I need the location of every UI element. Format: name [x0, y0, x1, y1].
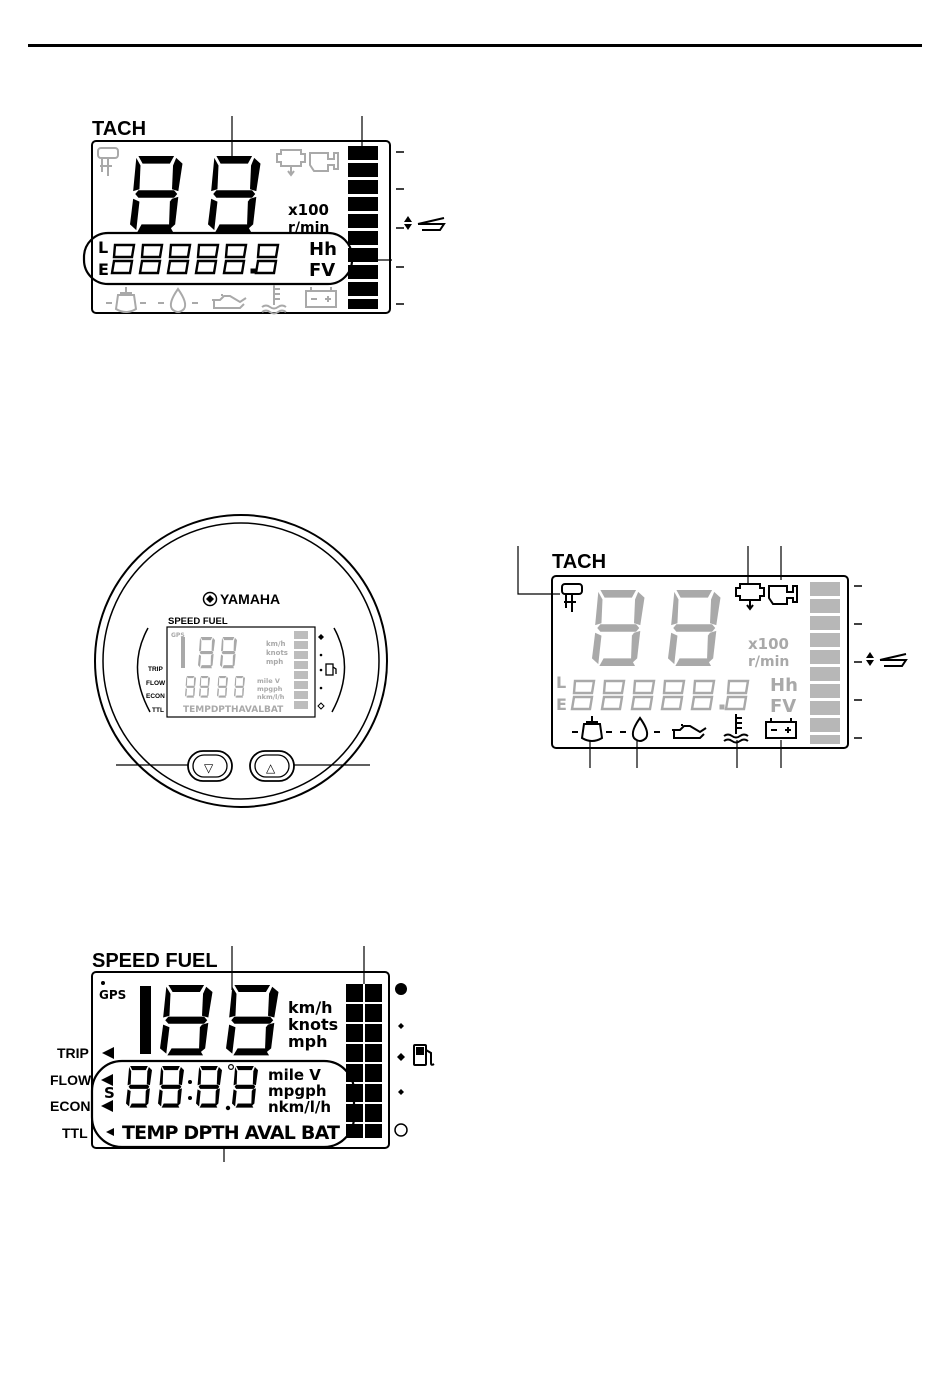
battery-icon [766, 718, 796, 738]
hour-unit-1: Hh [309, 239, 337, 260]
tach-bargraph-2 [810, 582, 840, 744]
empty-letter-1: E [98, 260, 109, 279]
mode-label-econ: ECON [50, 1098, 90, 1114]
trim-icon [404, 216, 444, 230]
gauge-lower-unit: mpgph [257, 685, 283, 693]
fuel-markers [395, 983, 407, 1136]
gauge-mode-label: TRIP [148, 666, 163, 673]
speed-gps-label: GPS [99, 988, 126, 1002]
fuel-marker [398, 1089, 404, 1095]
oil-pressure-icon [106, 287, 146, 312]
mode-labels: TRIP FLOW ECON TTL [50, 1045, 92, 1141]
gauge-lower-digits [185, 676, 245, 698]
rpm-unit-2: r/min [748, 654, 789, 670]
oil-level-icon [672, 724, 706, 738]
gauge-lower-unit: nkm/l/h [257, 693, 285, 701]
oil-pressure-icon [572, 716, 612, 741]
hour-unit-2: Hh [770, 675, 798, 696]
trim-icon [866, 652, 906, 666]
outboard-icon [562, 584, 582, 612]
low-letter-1: L [98, 238, 108, 257]
gauge-mode-labels: TRIP FLOW ECON TTL [146, 666, 166, 714]
tach-title-1: TACH [92, 118, 146, 140]
low-letter-2: L [556, 673, 566, 692]
oil-level-icon [212, 294, 246, 308]
round-gauge: YAMAHA SPEED FUEL GPS km/h knots mph mil… [95, 515, 387, 807]
gauge-lcd [167, 627, 315, 717]
engine-icon [769, 586, 797, 604]
outboard-icon [98, 148, 118, 176]
rpm-digits-2 [592, 590, 721, 666]
hour-digits-1 [112, 245, 278, 273]
yamaha-logo-icon [204, 593, 217, 606]
gauge-mode-label: FLOW [146, 680, 166, 687]
gauge-bargraph [294, 631, 308, 709]
gauge-inner-ring [103, 523, 379, 799]
tach-panel-2: TACH x100 r/min L E [518, 546, 906, 768]
tach-ticks-1 [396, 152, 404, 304]
empty-letter-2: E [556, 695, 567, 714]
mode-label-trip: TRIP [57, 1045, 89, 1061]
gauge-speed-unit: mph [266, 658, 283, 666]
gauge-header: SPEED FUEL [168, 616, 228, 627]
tach-title-2: TACH [552, 551, 606, 573]
tach-panel-1: TACH x100 r/min L E [84, 116, 444, 314]
gauge-lower-unit: mile V [257, 677, 280, 685]
gauge-mode-label: TTL [152, 707, 164, 714]
gauge-speed-unit: km/h [266, 640, 286, 648]
gps-dot [101, 981, 105, 985]
water-separator-icon [620, 718, 660, 741]
gauge-fuel-markers [318, 634, 324, 709]
speed-digits [140, 985, 279, 1055]
temperature-icon [724, 714, 748, 743]
s-letter: S [104, 1084, 115, 1102]
bottom-row: TEMP DPTH AVAL BAT [122, 1122, 340, 1144]
filter-icon [736, 584, 764, 609]
gauge-outer-ring [95, 515, 387, 807]
fuel-full-dot [395, 983, 407, 995]
battery-icon [306, 287, 336, 307]
volt-unit-2: FV [770, 696, 796, 717]
gauge-bottom-row: TEMPDPTHAVALBAT [183, 705, 284, 715]
engine-icon [310, 153, 338, 171]
hour-digits-2 [572, 681, 748, 709]
down-button[interactable]: ▽ [188, 751, 232, 781]
gauge-speed-unit: knots [266, 649, 288, 657]
tach-bargraph-1 [348, 146, 378, 309]
rpm-digits-1 [130, 156, 261, 232]
up-arrow-icon: △ [266, 761, 276, 775]
mode-label-flow: FLOW [50, 1072, 92, 1088]
water-separator-icon [158, 289, 198, 312]
multiplier-label-1: x100 [288, 201, 329, 219]
gauge-fuel-pump-icon [326, 664, 336, 675]
fuel-pump-icon [414, 1045, 434, 1065]
fuel-empty-dot [395, 1124, 407, 1136]
temperature-icon [262, 285, 286, 314]
tach-ticks-2 [854, 586, 862, 738]
filter-icon [277, 150, 305, 175]
multiplier-label-2: x100 [748, 635, 789, 653]
lens-arc-right [332, 628, 345, 712]
fuel-marker [397, 1053, 405, 1061]
down-arrow-icon: ▽ [204, 761, 214, 775]
speed-fuel-panel: SPEED FUEL GPS km/h knots mph [50, 946, 434, 1162]
header-rule [28, 44, 922, 47]
callout-lines-bottom [590, 740, 781, 768]
gauge-brand: YAMAHA [220, 591, 280, 607]
fuel-marker [398, 1023, 404, 1029]
speed-unit: mph [288, 1032, 328, 1051]
lower-unit: nkm/l/h [268, 1098, 331, 1116]
speed-panel-header: SPEED FUEL [92, 950, 218, 972]
gauge-mode-label: ECON [146, 693, 165, 700]
gauge-speed-digits [181, 637, 237, 668]
lower-digits [126, 1065, 258, 1111]
mode-label-ttl: TTL [62, 1125, 88, 1141]
volt-unit-1: FV [309, 260, 335, 281]
up-button[interactable]: △ [250, 751, 294, 781]
